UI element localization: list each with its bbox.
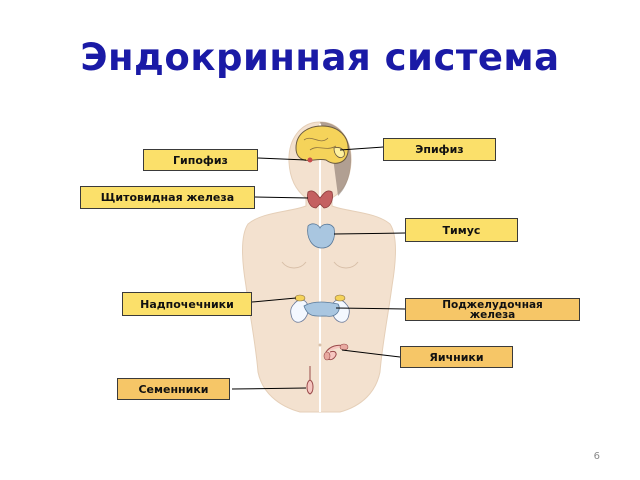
label-hypophysis: Гипофиз <box>143 149 258 171</box>
label-epiphysis: Эпифиз <box>383 138 496 161</box>
leader-ovaries <box>341 349 401 358</box>
testes-gland <box>306 366 314 395</box>
label-thymus: Тимус <box>405 218 518 242</box>
label-adrenals: Надпочечники <box>122 292 252 316</box>
hypophysis-gland <box>307 157 313 163</box>
chest-right <box>333 261 359 269</box>
navel <box>318 343 322 347</box>
chest-left <box>281 261 307 269</box>
adrenal-left <box>294 294 306 302</box>
brain-folds <box>303 137 337 151</box>
label-testes: Семенники <box>117 378 230 400</box>
ovary-right <box>339 343 349 351</box>
thyroid-gland <box>307 190 333 209</box>
leader-thyroid <box>254 196 309 199</box>
thymus-gland <box>307 223 335 249</box>
kidney-left <box>290 299 309 323</box>
label-pancreas: Поджелудочная железа <box>405 298 580 321</box>
ovary-left <box>323 351 331 361</box>
page-title: Эндокринная система <box>80 36 560 79</box>
leader-pancreas <box>335 307 406 310</box>
adrenal-right <box>334 294 346 302</box>
pancreas-gland <box>303 301 340 317</box>
label-thyroid: Щитовидная железа <box>80 186 255 209</box>
label-ovaries: Яичники <box>400 346 513 368</box>
leader-adrenals <box>251 297 297 303</box>
page-number: 6 <box>593 451 600 462</box>
leader-testes <box>231 387 307 390</box>
leader-epiphysis <box>339 146 384 151</box>
leader-thymus <box>333 232 406 235</box>
leader-hypophysis <box>257 157 307 161</box>
